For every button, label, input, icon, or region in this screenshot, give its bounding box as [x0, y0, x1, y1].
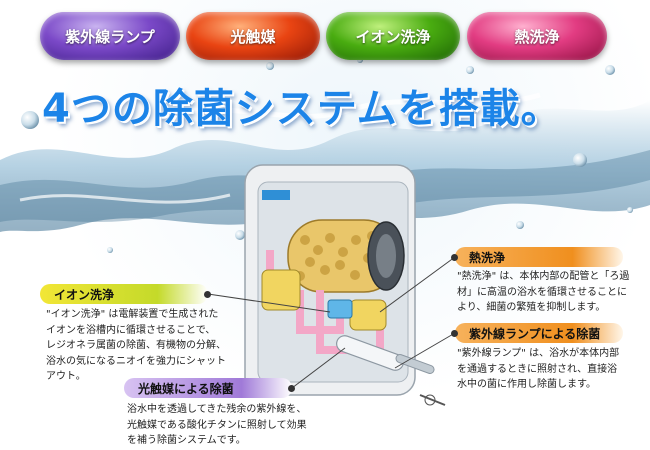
ion-feature-description: "イオン洗浄" は電解装置で生成された イオンを浴槽内に循環させることで、 レジ…: [46, 307, 226, 385]
photocatalyst-pill: 光触媒: [186, 12, 320, 60]
photocatalyst-feature-title: 光触媒による除菌: [124, 378, 292, 398]
heat-desc-line: より、細菌の繁殖を抑制します。: [457, 302, 606, 313]
leader-dot: [451, 254, 458, 261]
uv-lamp-pill: 紫外線ランプ: [40, 12, 180, 60]
ion-feature-title: イオン洗浄: [40, 284, 208, 304]
page-headline: 4つの除菌システムを搭載。: [42, 86, 562, 132]
leader-dot: [451, 330, 458, 337]
photocatalyst-desc-line: 浴水中を透過してきた残余の紫外線を、: [127, 404, 307, 415]
leader-dot: [204, 291, 211, 298]
ion-desc-line: イオンを浴槽内に循環させることで、: [46, 324, 216, 336]
ion-desc-line: アウト。: [46, 371, 86, 382]
uv-desc-line: を通過するときに照射され、直接浴: [457, 363, 618, 375]
uv-desc-line: 水中の菌に作用し除菌します。: [457, 379, 596, 390]
photocatalyst-feature-description: 浴水中を透過してきた残余の紫外線を、 光触媒である酸化チタンに照射して効果 を補…: [127, 402, 307, 449]
uv-feature-description: "紫外線ランプ" は、浴水が本体内部 を通過するときに照射され、直接浴 水中の菌…: [457, 346, 619, 393]
uv-feature-title: 紫外線ランプによる除菌: [455, 323, 623, 343]
heat-feature-description: "熱洗浄" は、本体内部の配管と「ろ過 材」に高温の浴水を循環させることに より…: [457, 269, 629, 316]
photocatalyst-desc-line: 光触媒である酸化チタンに照射して効果: [127, 419, 307, 431]
ion-cleaning-pill: イオン洗浄: [326, 12, 460, 60]
heat-feature-title: 熱洗浄: [455, 247, 623, 267]
heat-cleaning-pill: 熱洗浄: [467, 12, 607, 60]
ion-desc-line: レジオネラ属菌の除菌、有機物の分解、: [46, 340, 226, 351]
heat-desc-line: "熱洗浄" は、本体内部の配管と「ろ過: [457, 271, 630, 282]
heat-desc-line: 材」に高温の浴水を循環させることに: [457, 286, 627, 298]
leader-dot: [288, 385, 295, 392]
uv-desc-line: "紫外線ランプ" は、浴水が本体内部: [457, 348, 620, 359]
ion-desc-line: 浴水の気になるニオイを強力にシャット: [46, 355, 226, 367]
ion-desc-line: "イオン洗浄" は電解装置で生成された: [46, 309, 219, 320]
photocatalyst-desc-line: を補う除菌システムです。: [127, 435, 246, 446]
machine-unit-illustration: [244, 164, 446, 406]
